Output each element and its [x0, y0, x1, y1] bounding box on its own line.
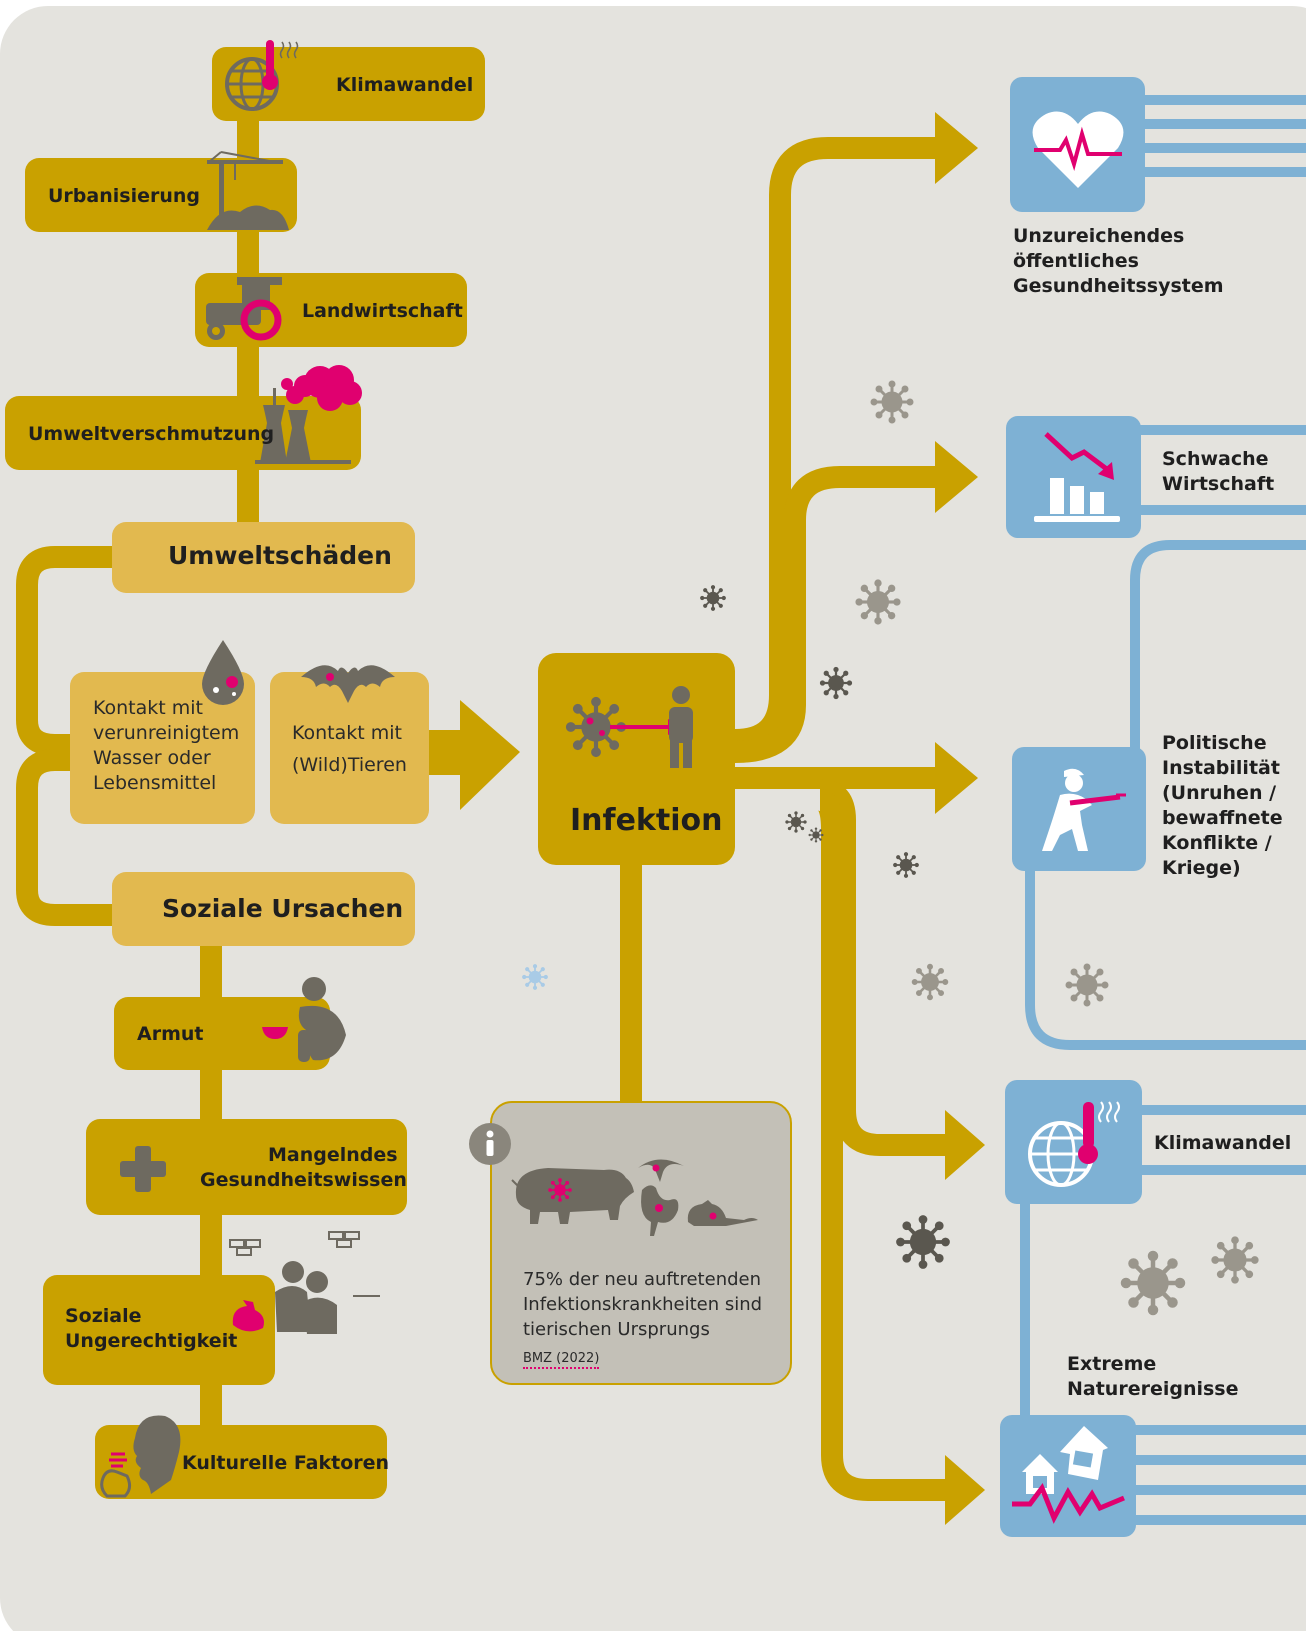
poverty-person-icon: [262, 977, 346, 1062]
virus-icon: [1064, 962, 1110, 1008]
medical-cross-icon: [120, 1146, 166, 1192]
label-gesundheitswissen-2: Gesundheitswissen: [200, 1169, 407, 1191]
box-naturereignisse: [1000, 1415, 1136, 1537]
virus-icon: [892, 851, 920, 879]
label-instabilitaet-2: Instabilität: [1162, 757, 1280, 779]
label-wirtschaft-2: Wirtschaft: [1162, 473, 1275, 495]
label-infektion: Infektion: [570, 803, 723, 838]
label-wirtschaft-1: Schwache: [1162, 448, 1269, 470]
info-source: BMZ (2022): [523, 1351, 600, 1369]
label-umweltverschmutzung: Umweltverschmutzung: [28, 423, 275, 445]
label-kontakt-tiere-2: (Wild)Tieren: [292, 754, 407, 776]
label-naturereignisse-1: Extreme: [1067, 1353, 1157, 1375]
label-kulturelle-faktoren: Kulturelle Faktoren: [182, 1452, 390, 1474]
label-gesundheitssystem-3: Gesundheitssystem: [1013, 275, 1224, 297]
label-instabilitaet-4: bewaffnete: [1162, 807, 1283, 829]
head-speaking-icon: [100, 1415, 181, 1498]
label-ungerechtigkeit-1: Soziale: [65, 1305, 142, 1327]
crane-construction-icon: [207, 151, 289, 230]
label-kontakt-tiere-1: Kontakt mit: [292, 722, 403, 744]
info-icon: [469, 1123, 511, 1165]
virus-icon: [784, 810, 808, 834]
label-landwirtschaft: Landwirtschaft: [302, 300, 463, 322]
box-umweltschaeden: [112, 522, 415, 593]
label-instabilitaet-3: (Unruhen /: [1162, 782, 1277, 804]
box-armut: [114, 997, 330, 1070]
virus-icon: [910, 962, 950, 1002]
label-instabilitaet-6: Kriege): [1162, 857, 1241, 879]
label-naturereignisse-2: Naturereignisse: [1067, 1378, 1239, 1400]
earthquake-houses-icon: [1012, 1426, 1125, 1524]
info-text-3: tierischen Ursprungs: [523, 1319, 710, 1340]
bat-icon: [301, 665, 395, 703]
virus-icon: [854, 578, 902, 626]
info-text-2: Infektionskrankheiten sind: [523, 1294, 763, 1315]
label-kontakt-wasser-2: verunreinigtem: [93, 722, 240, 744]
label-urbanisierung: Urbanisierung: [48, 185, 200, 207]
label-instabilitaet-5: Konflikte /: [1162, 832, 1272, 854]
tractor-icon: [206, 277, 282, 341]
box-ungerechtigkeit: [43, 1275, 275, 1385]
virus-icon: [699, 584, 727, 612]
box-infektion: [538, 653, 735, 865]
info-text-1: 75% der neu auftretenden: [523, 1269, 762, 1290]
virus-icon: [521, 963, 549, 991]
label-soziale-ursachen: Soziale Ursachen: [162, 894, 404, 923]
animals-icon: [511, 1159, 758, 1236]
label-kontakt-wasser-4: Lebensmittel: [93, 772, 217, 794]
virus-icon: [869, 379, 915, 425]
injustice-people-icon: [229, 1231, 380, 1334]
globe-thermometer-icon: [225, 40, 299, 111]
box-soziale-ursachen: [112, 872, 415, 946]
virus-icon: [1210, 1235, 1260, 1285]
label-instabilitaet-1: Politische: [1162, 732, 1267, 754]
virus-icon: [1122, 1252, 1185, 1315]
factory-smoke-icon: [255, 365, 362, 464]
heartbeat-icon: [1032, 111, 1124, 188]
virus-to-person-icon: [562, 686, 693, 768]
virus-icon: [808, 827, 824, 843]
declining-chart-icon: [1034, 432, 1120, 522]
globe-thermometer-icon: [1028, 1101, 1120, 1187]
label-gesundheitssystem-1: Unzureichendes: [1013, 225, 1185, 247]
water-drop-icon: [202, 640, 244, 705]
label-klimawandel-consequence: Klimawandel: [1154, 1132, 1292, 1154]
label-gesundheitswissen-1: Mangelndes: [268, 1144, 398, 1166]
info-panel: [490, 1101, 792, 1385]
label-kontakt-wasser-1: Kontakt mit: [93, 697, 204, 719]
label-kontakt-wasser-3: Wasser oder: [93, 747, 211, 769]
label-armut: Armut: [137, 1023, 204, 1045]
label-klimawandel: Klimawandel: [336, 74, 474, 96]
label-ungerechtigkeit-2: Ungerechtigkeit: [65, 1330, 238, 1352]
label-umweltschaeden: Umweltschäden: [168, 541, 392, 570]
virus-icon: [819, 666, 853, 700]
virus-icon: [894, 1213, 952, 1271]
label-gesundheitssystem-2: öffentliches: [1013, 250, 1139, 272]
soldier-icon: [1042, 768, 1126, 851]
